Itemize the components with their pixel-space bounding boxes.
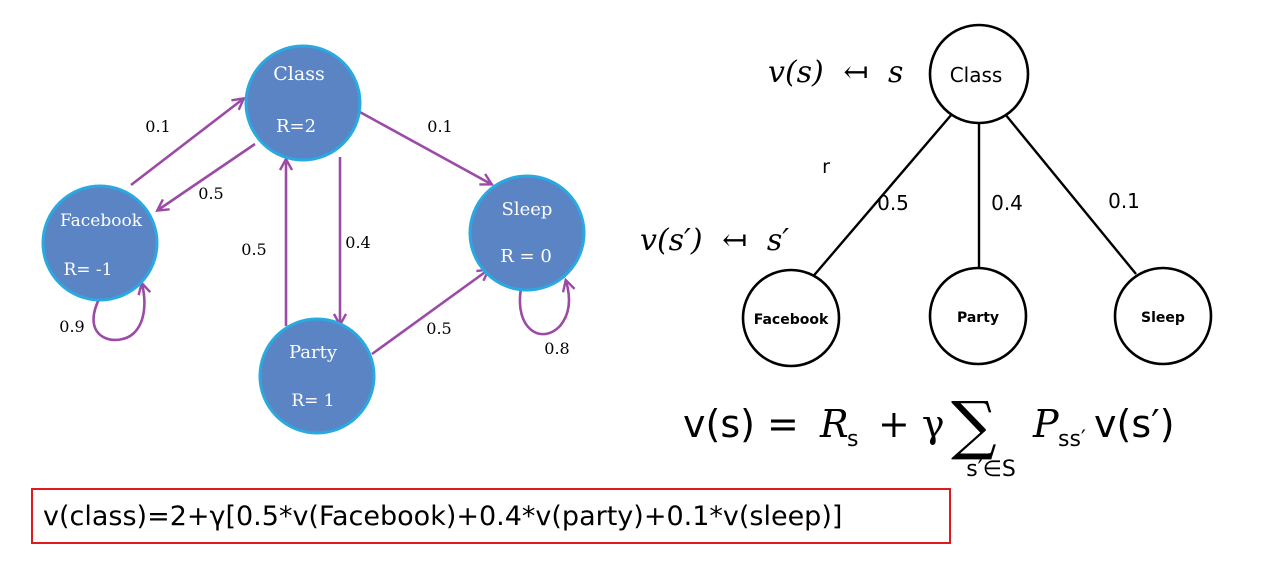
node-facebook: Facebook R= -1 — [41, 184, 159, 302]
formula-text: v(class)=2+γ[0.5*v(Facebook)+0.4*v(party… — [43, 500, 843, 532]
bellman-equation: v(s) = R s + γ ∑ s′∈S P ss′ v(s′) — [683, 389, 1175, 482]
node-sleep-name: Sleep — [502, 199, 553, 220]
tree-node-party: Party — [928, 266, 1028, 366]
tree-node-sleep: Sleep — [1113, 266, 1213, 366]
tree-edge-sleep — [1004, 113, 1137, 275]
child-value-arrow: ↤ — [722, 223, 747, 258]
node-class-reward: R=2 — [276, 116, 316, 137]
root-value-label: v(s) ↤ s — [768, 55, 903, 90]
edge-class-to-sleep — [357, 109, 491, 184]
label-party-to-sleep: 0.5 — [426, 319, 451, 338]
mrp-diagram: Class R=2 Facebook R= -1 Sleep R = 0 Par… — [41, 44, 586, 435]
label-facebook-to-class: 0.1 — [145, 117, 170, 136]
child-value-rhs: s′ — [767, 223, 789, 258]
backup-tree: Class Facebook Party Sleep 0.5 0.4 0.1 r… — [640, 23, 1213, 482]
node-class-name: Class — [273, 63, 324, 85]
node-party-name: Party — [289, 342, 338, 363]
node-sleep: Sleep R = 0 — [468, 174, 586, 292]
tree-node-sleep-label: Sleep — [1141, 310, 1185, 326]
label-class-to-party: 0.4 — [345, 233, 370, 252]
edge-facebook-self — [92, 284, 145, 342]
tree-node-class-label: Class — [950, 63, 1003, 87]
node-facebook-name: Facebook — [60, 211, 143, 231]
tree-node-class: Class — [928, 23, 1030, 125]
label-party-to-class: 0.5 — [241, 240, 266, 259]
formula-box: v(class)=2+γ[0.5*v(Facebook)+0.4*v(party… — [31, 488, 951, 544]
bellman-sum-sub: s′∈S — [966, 457, 1016, 482]
edge-sleep-self — [518, 281, 569, 336]
edge-class-to-facebook — [158, 142, 256, 210]
tree-edge-facebook — [809, 113, 953, 281]
bellman-prob-sub: ss′ — [1058, 427, 1086, 452]
tree-prob-sleep: 0.1 — [1108, 189, 1140, 213]
bellman-plus-gamma: + γ — [878, 402, 945, 446]
bellman-sum: ∑ — [951, 389, 997, 463]
node-party: Party R= 1 — [258, 317, 376, 435]
root-value-arrow: ↤ — [843, 55, 868, 90]
bellman-value: v(s′) — [1094, 402, 1175, 446]
node-class: Class R=2 — [244, 44, 362, 162]
tree-reward-label: r — [822, 156, 830, 178]
bellman-lhs: v(s) = — [683, 402, 799, 446]
tree-node-party-label: Party — [957, 310, 999, 326]
child-value-lhs: v(s′) — [640, 223, 703, 258]
child-value-label: v(s′) ↤ s′ — [640, 223, 789, 258]
root-value-rhs: s — [888, 55, 903, 90]
tree-node-facebook-label: Facebook — [754, 312, 829, 328]
label-sleep-self: 0.8 — [544, 339, 569, 358]
label-class-to-facebook: 0.5 — [198, 184, 223, 203]
node-sleep-reward: R = 0 — [500, 246, 552, 267]
tree-prob-party: 0.4 — [991, 191, 1023, 215]
tree-node-facebook: Facebook — [741, 268, 841, 368]
node-facebook-reward: R= -1 — [63, 260, 112, 280]
bellman-reward: R — [819, 402, 849, 446]
label-class-to-sleep: 0.1 — [427, 117, 452, 136]
bellman-prob: P — [1032, 402, 1060, 446]
tree-prob-facebook: 0.5 — [877, 191, 909, 215]
edge-party-to-sleep — [371, 270, 488, 356]
edge-facebook-to-class — [130, 99, 243, 187]
label-facebook-self: 0.9 — [59, 317, 84, 336]
bellman-reward-sub: s — [847, 427, 858, 452]
node-party-reward: R= 1 — [291, 391, 334, 411]
root-value-lhs: v(s) — [768, 55, 824, 90]
